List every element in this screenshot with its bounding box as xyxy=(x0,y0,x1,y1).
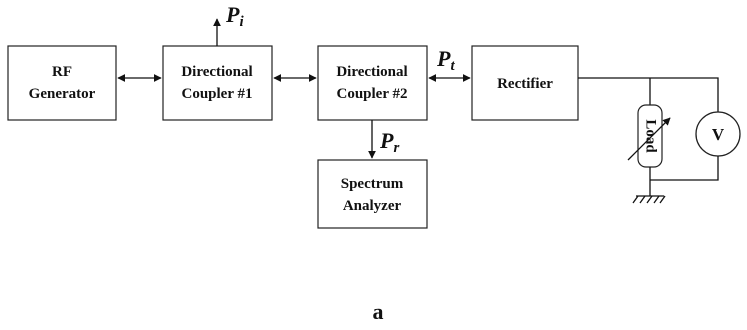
spectrum-analyzer-block: Spectrum Analyzer xyxy=(317,159,428,229)
spectrum-analyzer-line2: Analyzer xyxy=(343,198,402,214)
rf-generator-block: RF Generator xyxy=(7,45,117,121)
directional-coupler-2-block: Directional Coupler #2 xyxy=(317,45,428,121)
load-label: Load xyxy=(643,119,659,153)
coupler1-line1: Directional xyxy=(181,64,252,80)
rf-generator-line1: RF xyxy=(52,64,72,80)
spectrum-analyzer-line1: Spectrum xyxy=(341,176,404,192)
incident-power-label: Pi xyxy=(225,2,244,30)
rectifier-label: Rectifier xyxy=(497,76,553,92)
voltmeter: V xyxy=(695,111,741,157)
variable-arrow xyxy=(627,117,671,161)
reflected-power-label: Pr xyxy=(379,128,399,156)
load-resistor: Load xyxy=(627,104,671,168)
coupler2-line2: Coupler #2 xyxy=(337,86,408,102)
figure-caption: a xyxy=(373,299,384,324)
directional-coupler-1-block: Directional Coupler #1 xyxy=(162,45,273,121)
voltmeter-label: V xyxy=(712,125,725,144)
voltmeter-return-wire xyxy=(650,156,719,181)
rectifier-block: Rectifier xyxy=(471,45,579,121)
transmitted-power-label: Pt xyxy=(436,46,455,74)
ground-icon xyxy=(632,195,666,204)
rf-generator-line2: Generator xyxy=(29,86,96,102)
coupler1-line2: Coupler #1 xyxy=(182,86,253,102)
output-top-wire xyxy=(578,77,719,112)
coupler2-line1: Directional xyxy=(336,64,407,80)
